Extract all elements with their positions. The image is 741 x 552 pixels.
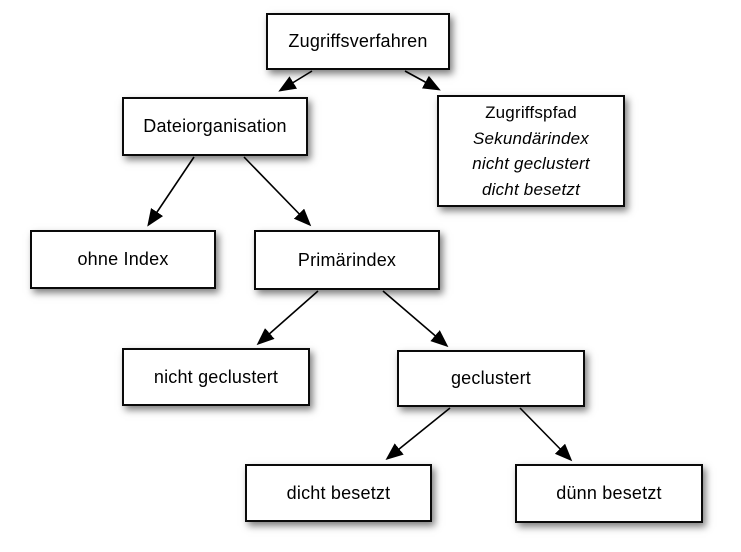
node-primaerindex-label: Primärindex — [297, 249, 397, 270]
edge-primaerindex-geclustert — [382, 290, 449, 348]
node-dateiorganisation-label: Dateiorganisation — [143, 116, 287, 136]
node-geclustert-label: geclustert — [450, 368, 532, 388]
node-nicht-geclustert-label: nicht geclustert — [153, 366, 279, 387]
node-zugriffspfad-line-sekundaerindex: Sekundärindex — [472, 128, 589, 148]
node-zugriffspfad: Zugriffspfad Sekundärindex nicht geclust… — [437, 95, 625, 207]
node-dicht-besetzt: dicht besetzt — [245, 464, 432, 522]
edge-geclustert-duenn-besetzt — [519, 407, 573, 462]
node-dicht-besetzt-label: dicht besetzt — [286, 482, 391, 503]
edge-zugriffsverfahren-zugriffspfad — [404, 70, 441, 91]
node-ohne-index: ohne Index — [30, 230, 216, 289]
node-zugriffsverfahren-label: Zugriffsverfahren — [288, 31, 428, 51]
node-duenn-besetzt-label: dünn besetzt — [556, 483, 662, 503]
edge-dateiorganisation-ohne-index — [147, 156, 195, 227]
node-zugriffspfad-line-nicht-geclustert: nicht geclustert — [472, 154, 590, 173]
node-zugriffspfad-title: Zugriffspfad — [485, 103, 577, 122]
node-dateiorganisation: Dateiorganisation — [122, 97, 308, 156]
node-duenn-besetzt: dünn besetzt — [515, 464, 703, 523]
edge-geclustert-dicht-besetzt — [385, 407, 451, 461]
node-ohne-index-label: ohne Index — [77, 249, 169, 269]
node-zugriffsverfahren: Zugriffsverfahren — [266, 13, 450, 70]
node-nicht-geclustert: nicht geclustert — [122, 348, 310, 406]
edge-zugriffsverfahren-dateiorganisation — [278, 70, 313, 92]
edge-primaerindex-nicht-geclustert — [256, 290, 319, 346]
node-geclustert: geclustert — [397, 350, 585, 407]
edge-dateiorganisation-primaerindex — [243, 156, 312, 227]
node-primaerindex: Primärindex — [254, 230, 440, 290]
node-zugriffspfad-line-dicht-besetzt: dicht besetzt — [481, 179, 581, 199]
